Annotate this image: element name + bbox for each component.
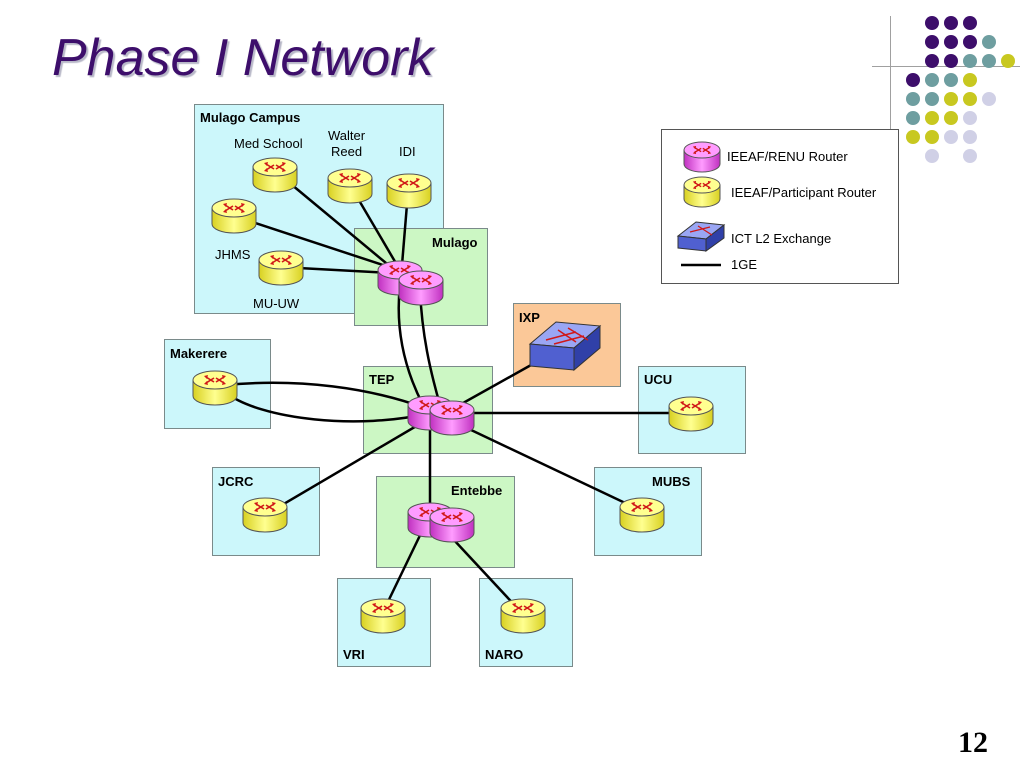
decorative-dot	[925, 92, 939, 106]
decorative-dot	[925, 16, 939, 30]
decorative-dot	[925, 73, 939, 87]
mulago-campus-label: Mulago Campus	[200, 110, 301, 125]
naro-label: NARO	[485, 647, 524, 662]
router-icon	[211, 198, 257, 234]
decorative-dot	[925, 111, 939, 125]
legend-participant-router-label: IEEAF/Participant Router	[731, 185, 877, 200]
router-icon	[683, 141, 721, 173]
link-jhms-mulago	[233, 214, 393, 270]
decorative-dot	[944, 54, 958, 68]
decorative-dot	[963, 35, 977, 49]
decorative-dot	[906, 130, 920, 144]
decorative-dot	[963, 16, 977, 30]
router-icon	[668, 396, 714, 432]
decorative-dot	[944, 130, 958, 144]
mulago-label: Mulago	[432, 235, 478, 250]
decorative-vertical-line	[890, 16, 891, 186]
router-icon	[429, 507, 475, 543]
jcrc-label: JCRC	[218, 474, 254, 489]
decorative-dot	[963, 130, 977, 144]
link-mubs-tep	[449, 418, 641, 512]
vri-label: VRI	[343, 647, 365, 662]
decorative-dot	[963, 73, 977, 87]
decorative-dot	[925, 54, 939, 68]
tep-label: TEP	[369, 372, 395, 387]
decorative-dot	[925, 130, 939, 144]
decorative-dot	[906, 73, 920, 87]
idi-label: IDI	[399, 144, 416, 159]
link-jcrc-tep	[264, 416, 431, 517]
router-icon	[683, 176, 721, 208]
decorative-dot	[944, 16, 958, 30]
router-icon	[192, 370, 238, 406]
router-icon	[242, 497, 288, 533]
decorative-dot	[982, 92, 996, 106]
router-icon	[398, 270, 444, 306]
decorative-dot	[906, 92, 920, 106]
router-icon	[429, 400, 475, 436]
router-icon	[252, 157, 298, 193]
legend-link-label: 1GE	[731, 257, 758, 272]
decorative-dot	[982, 54, 996, 68]
router-icon	[619, 497, 665, 533]
legend-exchange-label: ICT L2 Exchange	[731, 231, 832, 246]
decorative-dot	[925, 35, 939, 49]
decorative-dot	[963, 111, 977, 125]
router-icon	[360, 598, 406, 634]
slide-title: Phase I Network	[52, 29, 434, 87]
decorative-dot	[1001, 54, 1015, 68]
decorative-dot	[925, 149, 939, 163]
mubs-label: MUBS	[652, 474, 691, 489]
makerere-label: Makerere	[170, 346, 228, 361]
decorative-dot	[944, 35, 958, 49]
router-icon	[327, 168, 373, 204]
link-mulago-tep-1	[397, 284, 425, 406]
ixp-label: IXP	[519, 310, 540, 325]
link-makerere-tep-2	[224, 391, 431, 423]
decorative-dot	[963, 149, 977, 163]
decorative-dot	[944, 111, 958, 125]
decorative-dot	[963, 92, 977, 106]
decorative-dot	[944, 73, 958, 87]
switch-icon	[528, 321, 602, 372]
router-icon	[386, 173, 432, 209]
link-makerere-tep-1	[224, 381, 426, 410]
mu-uw-label: MU-UW	[253, 296, 300, 311]
entebbe-label: Entebbe	[451, 483, 503, 498]
med-school-label: Med School	[234, 136, 303, 151]
decorative-dot	[944, 92, 958, 106]
decorative-dot	[963, 54, 977, 68]
page-number: 12	[958, 726, 988, 759]
decorative-dot	[982, 35, 996, 49]
ucu-label: UCU	[644, 372, 673, 387]
link-mulago-tep-2	[418, 289, 442, 406]
walter-reed-label: Walter Reed	[328, 128, 366, 159]
switch-icon	[676, 221, 726, 252]
link-med-school-mulago	[279, 174, 393, 269]
decorative-dot	[906, 111, 920, 125]
router-icon	[500, 598, 546, 634]
router-icon	[258, 250, 304, 286]
legend-renu-router-label: IEEAF/RENU Router	[727, 149, 848, 164]
link-entebbe-vri	[381, 524, 427, 613]
jhms-label: JHMS	[215, 247, 251, 262]
